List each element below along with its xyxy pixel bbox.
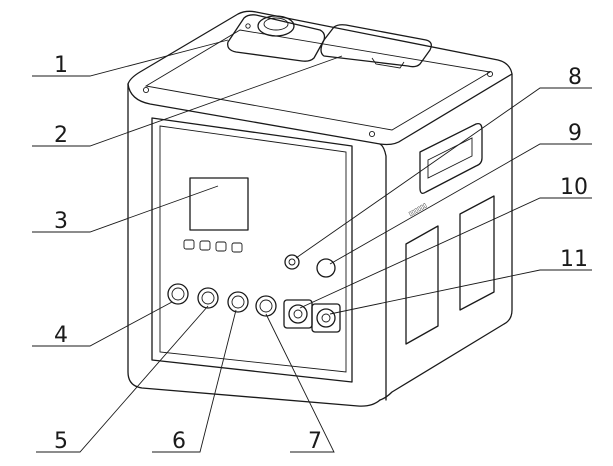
lid-plate-left [227, 14, 326, 62]
front-panel-inner [159, 125, 347, 373]
xlr-connector-icon [227, 291, 249, 313]
leader-line-3 [32, 185, 219, 233]
lid-plate-right-notch [371, 57, 405, 69]
device-body [127, 10, 513, 407]
side-vent-left [405, 225, 439, 345]
callout-3: 3 [54, 209, 68, 234]
callout-2: 2 [54, 123, 68, 148]
callout-9: 9 [568, 121, 582, 146]
lid-plate-right [320, 24, 432, 68]
leader-lines [32, 39, 592, 453]
display-screen [189, 177, 249, 231]
callout-11: 11 [560, 247, 588, 272]
top-surface-inner-edge [144, 29, 492, 131]
screw-icon [142, 86, 150, 94]
leader-line-10 [299, 197, 592, 309]
top-surface [127, 10, 513, 146]
leader-line-11 [329, 269, 592, 315]
side-components: ▯▯▯▯▯▯ [405, 122, 495, 345]
callout-7: 7 [308, 429, 322, 454]
front-panel-frame [151, 117, 353, 383]
xlr-connector-icon [255, 295, 277, 317]
screw-icon [486, 70, 494, 78]
screw-icon [368, 130, 376, 138]
button-icon [199, 240, 211, 251]
leader-line-6 [152, 309, 237, 453]
button-icon [215, 241, 227, 252]
callout-5: 5 [54, 429, 68, 454]
leader-line-9 [329, 143, 592, 265]
callout-4: 4 [54, 323, 68, 348]
callout-6: 6 [172, 429, 186, 454]
button-icon [231, 242, 243, 253]
top-components [142, 14, 494, 138]
fuse-holder-icon [284, 254, 300, 270]
xlr-connector-icon [167, 283, 189, 305]
front-right-edge [379, 143, 387, 401]
xlr-connector-icon [197, 287, 219, 309]
screw-icon [245, 23, 251, 29]
leader-line-5 [36, 305, 209, 453]
callout-numbers: 1 2 3 4 5 6 7 8 9 10 11 [54, 53, 588, 454]
control-buttons [183, 239, 243, 253]
leader-line-8 [295, 87, 592, 259]
front-face [127, 83, 381, 407]
side-handle [419, 122, 483, 194]
callout-8: 8 [568, 65, 582, 90]
power-out-connector-icon [311, 303, 341, 333]
leader-line-4 [32, 301, 173, 347]
side-vent-right [459, 195, 495, 311]
leader-line-1 [32, 39, 229, 77]
leader-line-2 [32, 55, 343, 147]
side-face [379, 73, 513, 401]
fill-cap-icon [257, 15, 295, 37]
switch-icon [316, 258, 336, 278]
leader-line-7 [265, 313, 335, 453]
front-controls [167, 177, 341, 333]
callout-1: 1 [54, 53, 68, 78]
button-icon [183, 239, 195, 250]
callout-10: 10 [560, 175, 588, 200]
